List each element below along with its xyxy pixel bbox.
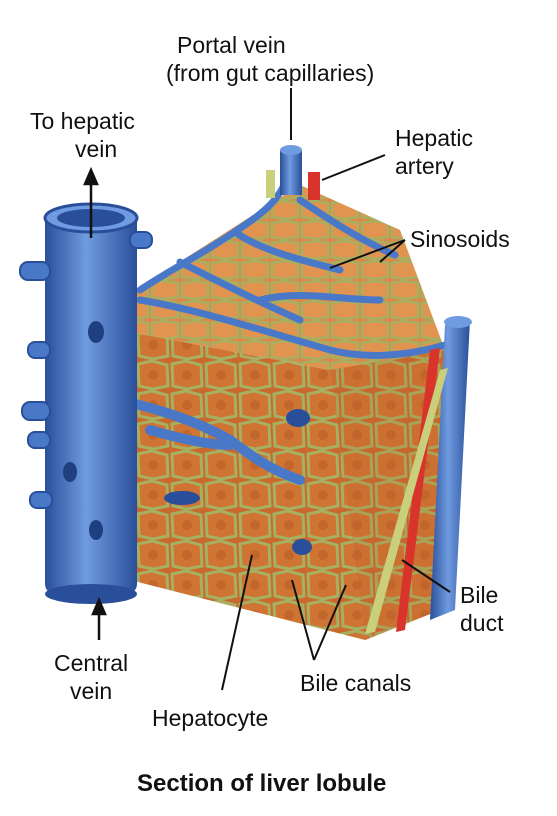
- central-vein-label-line2: vein: [70, 678, 112, 705]
- portal-vein-top: [280, 150, 302, 195]
- hepatic-artery-label-line1: Hepatic: [395, 125, 473, 152]
- bile-duct-label-line1: Bile: [460, 582, 498, 609]
- bile-duct-label-line2: duct: [460, 610, 503, 637]
- to-hepatic-vein-label-line2: vein: [75, 136, 117, 163]
- diagram-caption: Section of liver lobule: [137, 770, 386, 798]
- portal-vein-label-line1: Portal vein: [177, 32, 286, 59]
- hepatocyte-label: Hepatocyte: [152, 705, 268, 732]
- bile-canals-label: Bile canals: [300, 670, 411, 697]
- hepatic-artery-label-line2: artery: [395, 153, 454, 180]
- bile-duct-top: [266, 170, 275, 198]
- to-hepatic-vein-label-line1: To hepatic: [30, 108, 135, 135]
- portal-vein-label-line2: (from gut capillaries): [166, 60, 374, 87]
- sinosoids-label: Sinosoids: [410, 226, 510, 253]
- central-vein-label-line1: Central: [54, 650, 128, 677]
- hepatic-artery-top: [308, 172, 320, 200]
